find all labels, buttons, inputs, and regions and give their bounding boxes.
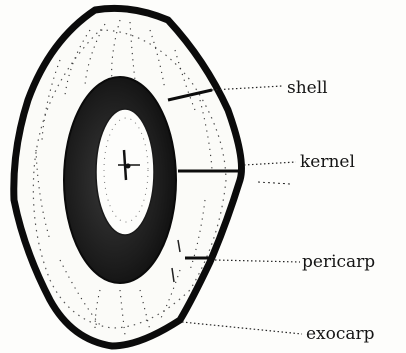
shell-leader [212,86,282,90]
kernel-leader [244,162,296,165]
exocarp-label: exocarp [306,324,375,344]
pericarp-label: pericarp [302,252,375,272]
kernel-label: kernel [300,152,355,172]
exocarp-leader [182,322,302,334]
pericarp-leader [215,260,300,262]
shell-label: shell [287,78,328,98]
